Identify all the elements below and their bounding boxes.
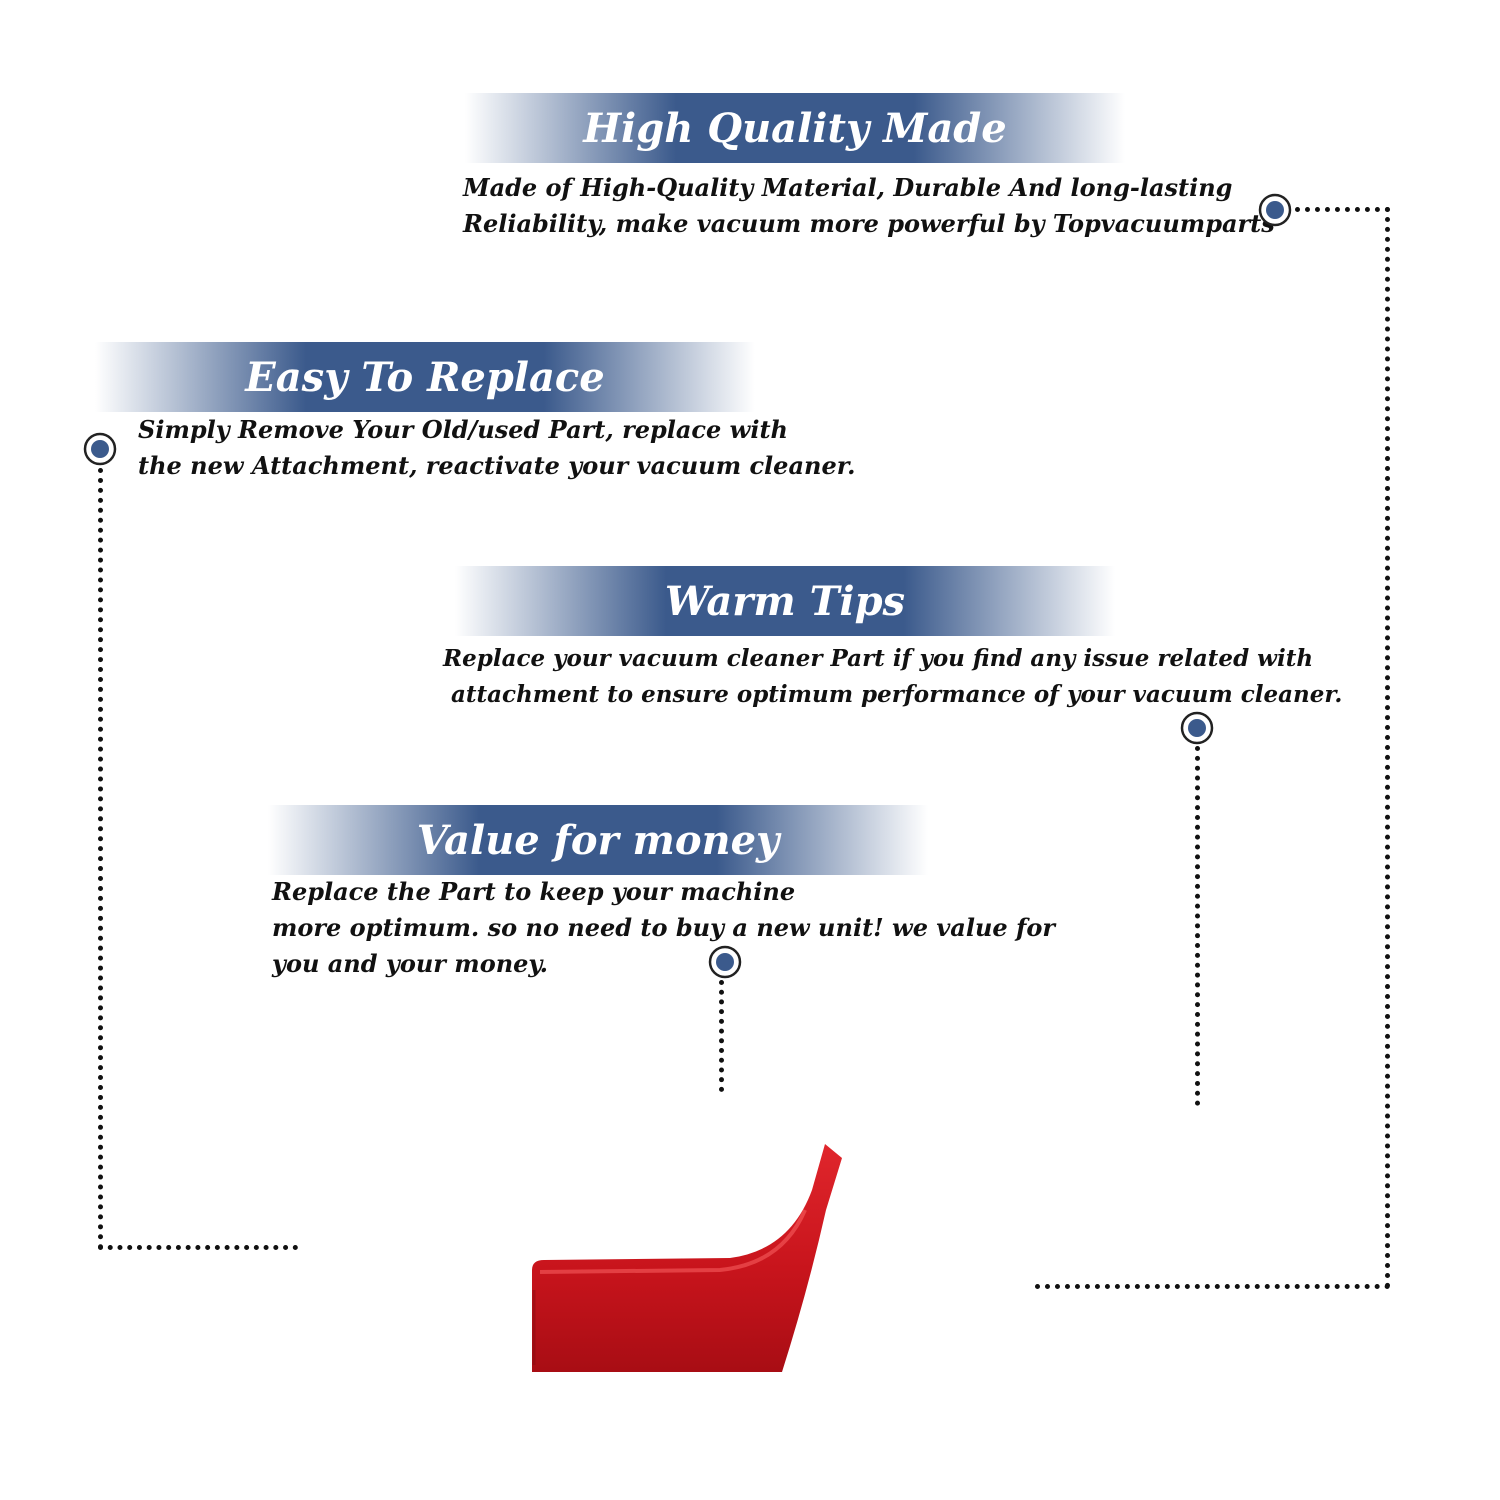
banner-high-quality-made: High Quality Made — [465, 93, 1125, 163]
section-title: Easy To Replace — [245, 353, 605, 401]
banner-warm-tips: Warm Tips — [455, 566, 1115, 636]
target-marker-icon — [708, 945, 742, 979]
description-line: Reliability, make vacuum more powerful b… — [463, 209, 1275, 238]
section-title: Warm Tips — [664, 577, 906, 625]
description-line: Replace the Part to keep your machine — [272, 877, 796, 906]
description-line: more optimum. so no need to buy a new un… — [272, 913, 1055, 942]
red-vacuum-attachment-image — [532, 1144, 842, 1372]
dotted-connector — [1295, 207, 1390, 212]
dotted-connector — [98, 1245, 298, 1250]
dotted-connector — [1385, 207, 1390, 1289]
description-line: the new Attachment, reactivate your vacu… — [138, 451, 856, 480]
section-description: Replace the Part to keep your machine mo… — [272, 874, 1055, 982]
banner-easy-to-replace: Easy To Replace — [95, 342, 755, 412]
dotted-connector — [1195, 746, 1200, 1106]
section-description: Replace your vacuum cleaner Part if you … — [443, 641, 1342, 713]
dotted-connector — [98, 468, 103, 1250]
dotted-connector — [1035, 1284, 1390, 1289]
dotted-connector — [719, 980, 724, 1092]
section-description: Made of High-Quality Material, Durable A… — [463, 170, 1275, 242]
banner-value-for-money: Value for money — [268, 805, 928, 875]
target-marker-icon — [1258, 193, 1292, 227]
section-title: High Quality Made — [583, 104, 1007, 152]
description-line: Replace your vacuum cleaner Part if you … — [443, 645, 1314, 672]
section-description: Simply Remove Your Old/used Part, replac… — [138, 412, 856, 484]
section-title: Value for money — [416, 816, 780, 864]
description-line: Simply Remove Your Old/used Part, replac… — [138, 415, 788, 444]
description-line: Made of High-Quality Material, Durable A… — [463, 173, 1233, 202]
target-marker-icon — [83, 432, 117, 466]
description-line: attachment to ensure optimum performance… — [443, 681, 1343, 708]
description-line: you and your money. — [272, 949, 548, 978]
target-marker-icon — [1180, 711, 1214, 745]
